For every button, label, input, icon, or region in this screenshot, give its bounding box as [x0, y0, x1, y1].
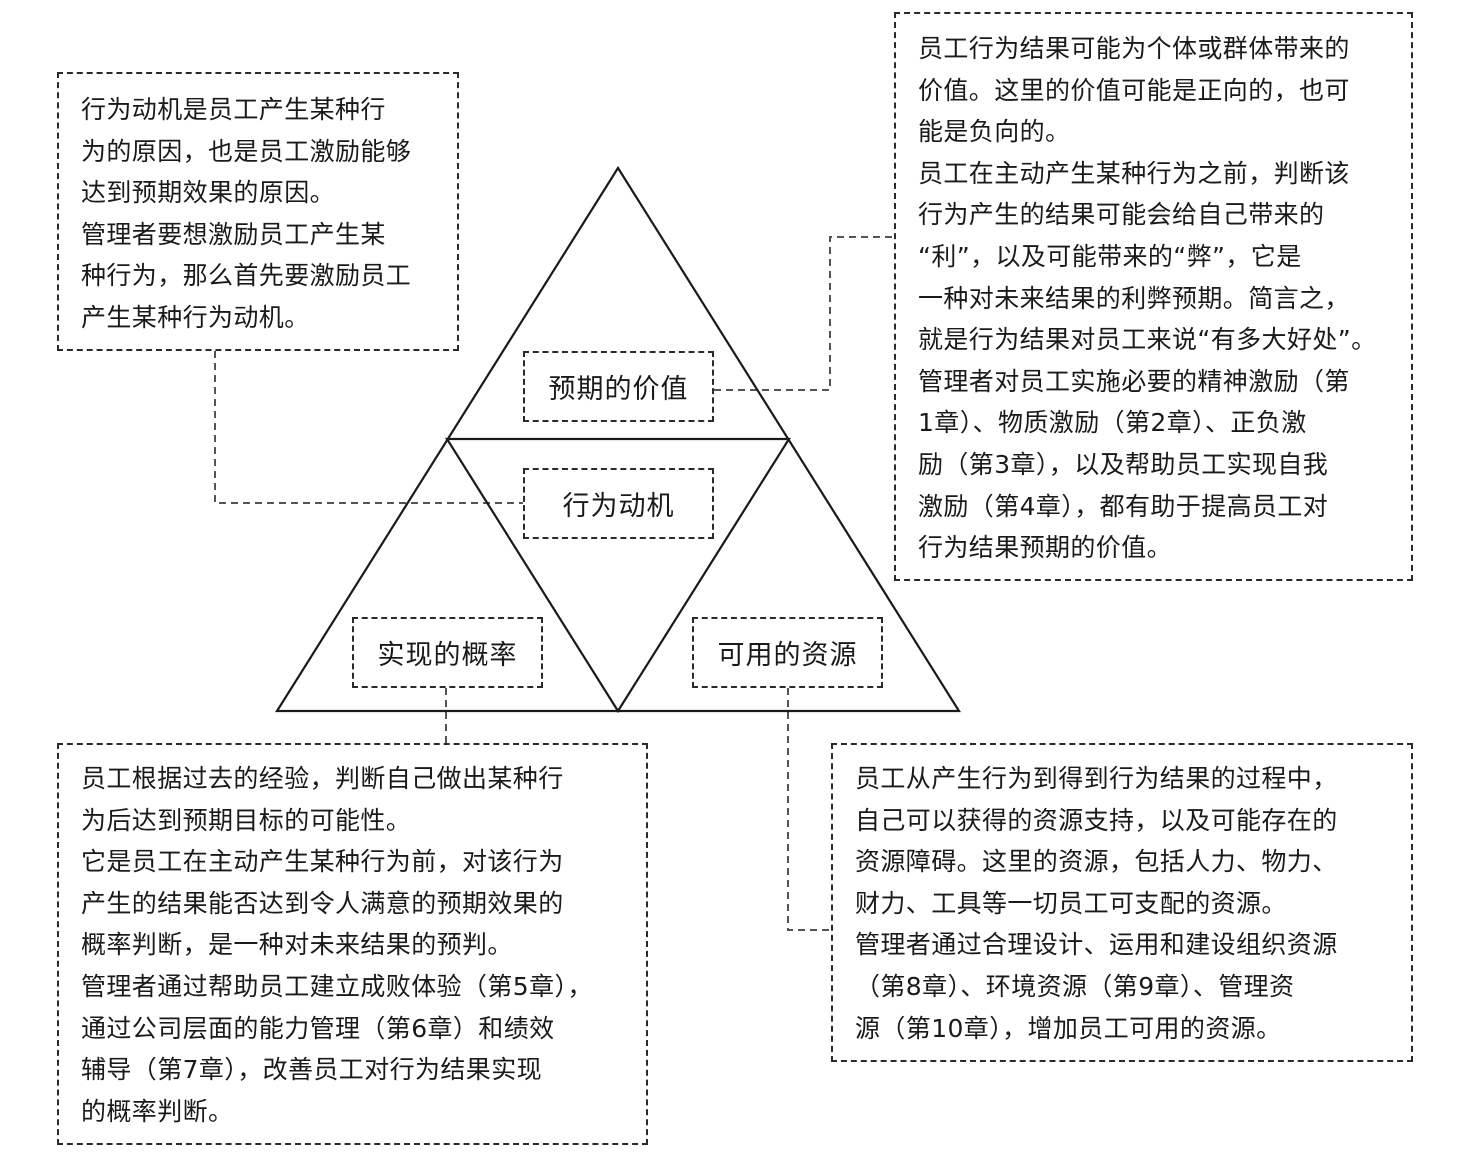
connector-value — [714, 236, 894, 391]
note-resources-text: 员工从产生行为到得到行为结果的过程中， 自己可以获得的资源支持，以及可能存在的 … — [855, 764, 1338, 1043]
inner-triangle — [445, 437, 791, 714]
label-motive: 行为动机 — [523, 468, 714, 539]
connector-motive — [214, 351, 523, 504]
note-value-text: 员工行为结果可能为个体或群体带来的 价值。这里的价值可能是正向的，也可 能是负向… — [918, 34, 1377, 563]
note-box-resources: 员工从产生行为到得到行为结果的过程中， 自己可以获得的资源支持，以及可能存在的 … — [831, 743, 1413, 1062]
note-box-probability: 员工根据过去的经验，判断自己做出某种行 为后达到预期目标的可能性。 它是员工在主… — [57, 743, 648, 1145]
label-resources: 可用的资源 — [692, 617, 883, 688]
connector-resources — [787, 688, 831, 931]
label-probability: 实现的概率 — [352, 617, 543, 688]
note-box-motive: 行为动机是员工产生某种行 为的原因，也是员工激励能够 达到预期效果的原因。 管理… — [57, 72, 459, 351]
label-expected-value: 预期的价值 — [523, 351, 714, 422]
note-box-value: 员工行为结果可能为个体或群体带来的 价值。这里的价值可能是正向的，也可 能是负向… — [894, 12, 1413, 581]
note-probability-text: 员工根据过去的经验，判断自己做出某种行 为后达到预期目标的可能性。 它是员工在主… — [81, 764, 593, 1126]
note-motive-text: 行为动机是员工产生某种行 为的原因，也是员工激励能够 达到预期效果的原因。 管理… — [81, 95, 412, 332]
